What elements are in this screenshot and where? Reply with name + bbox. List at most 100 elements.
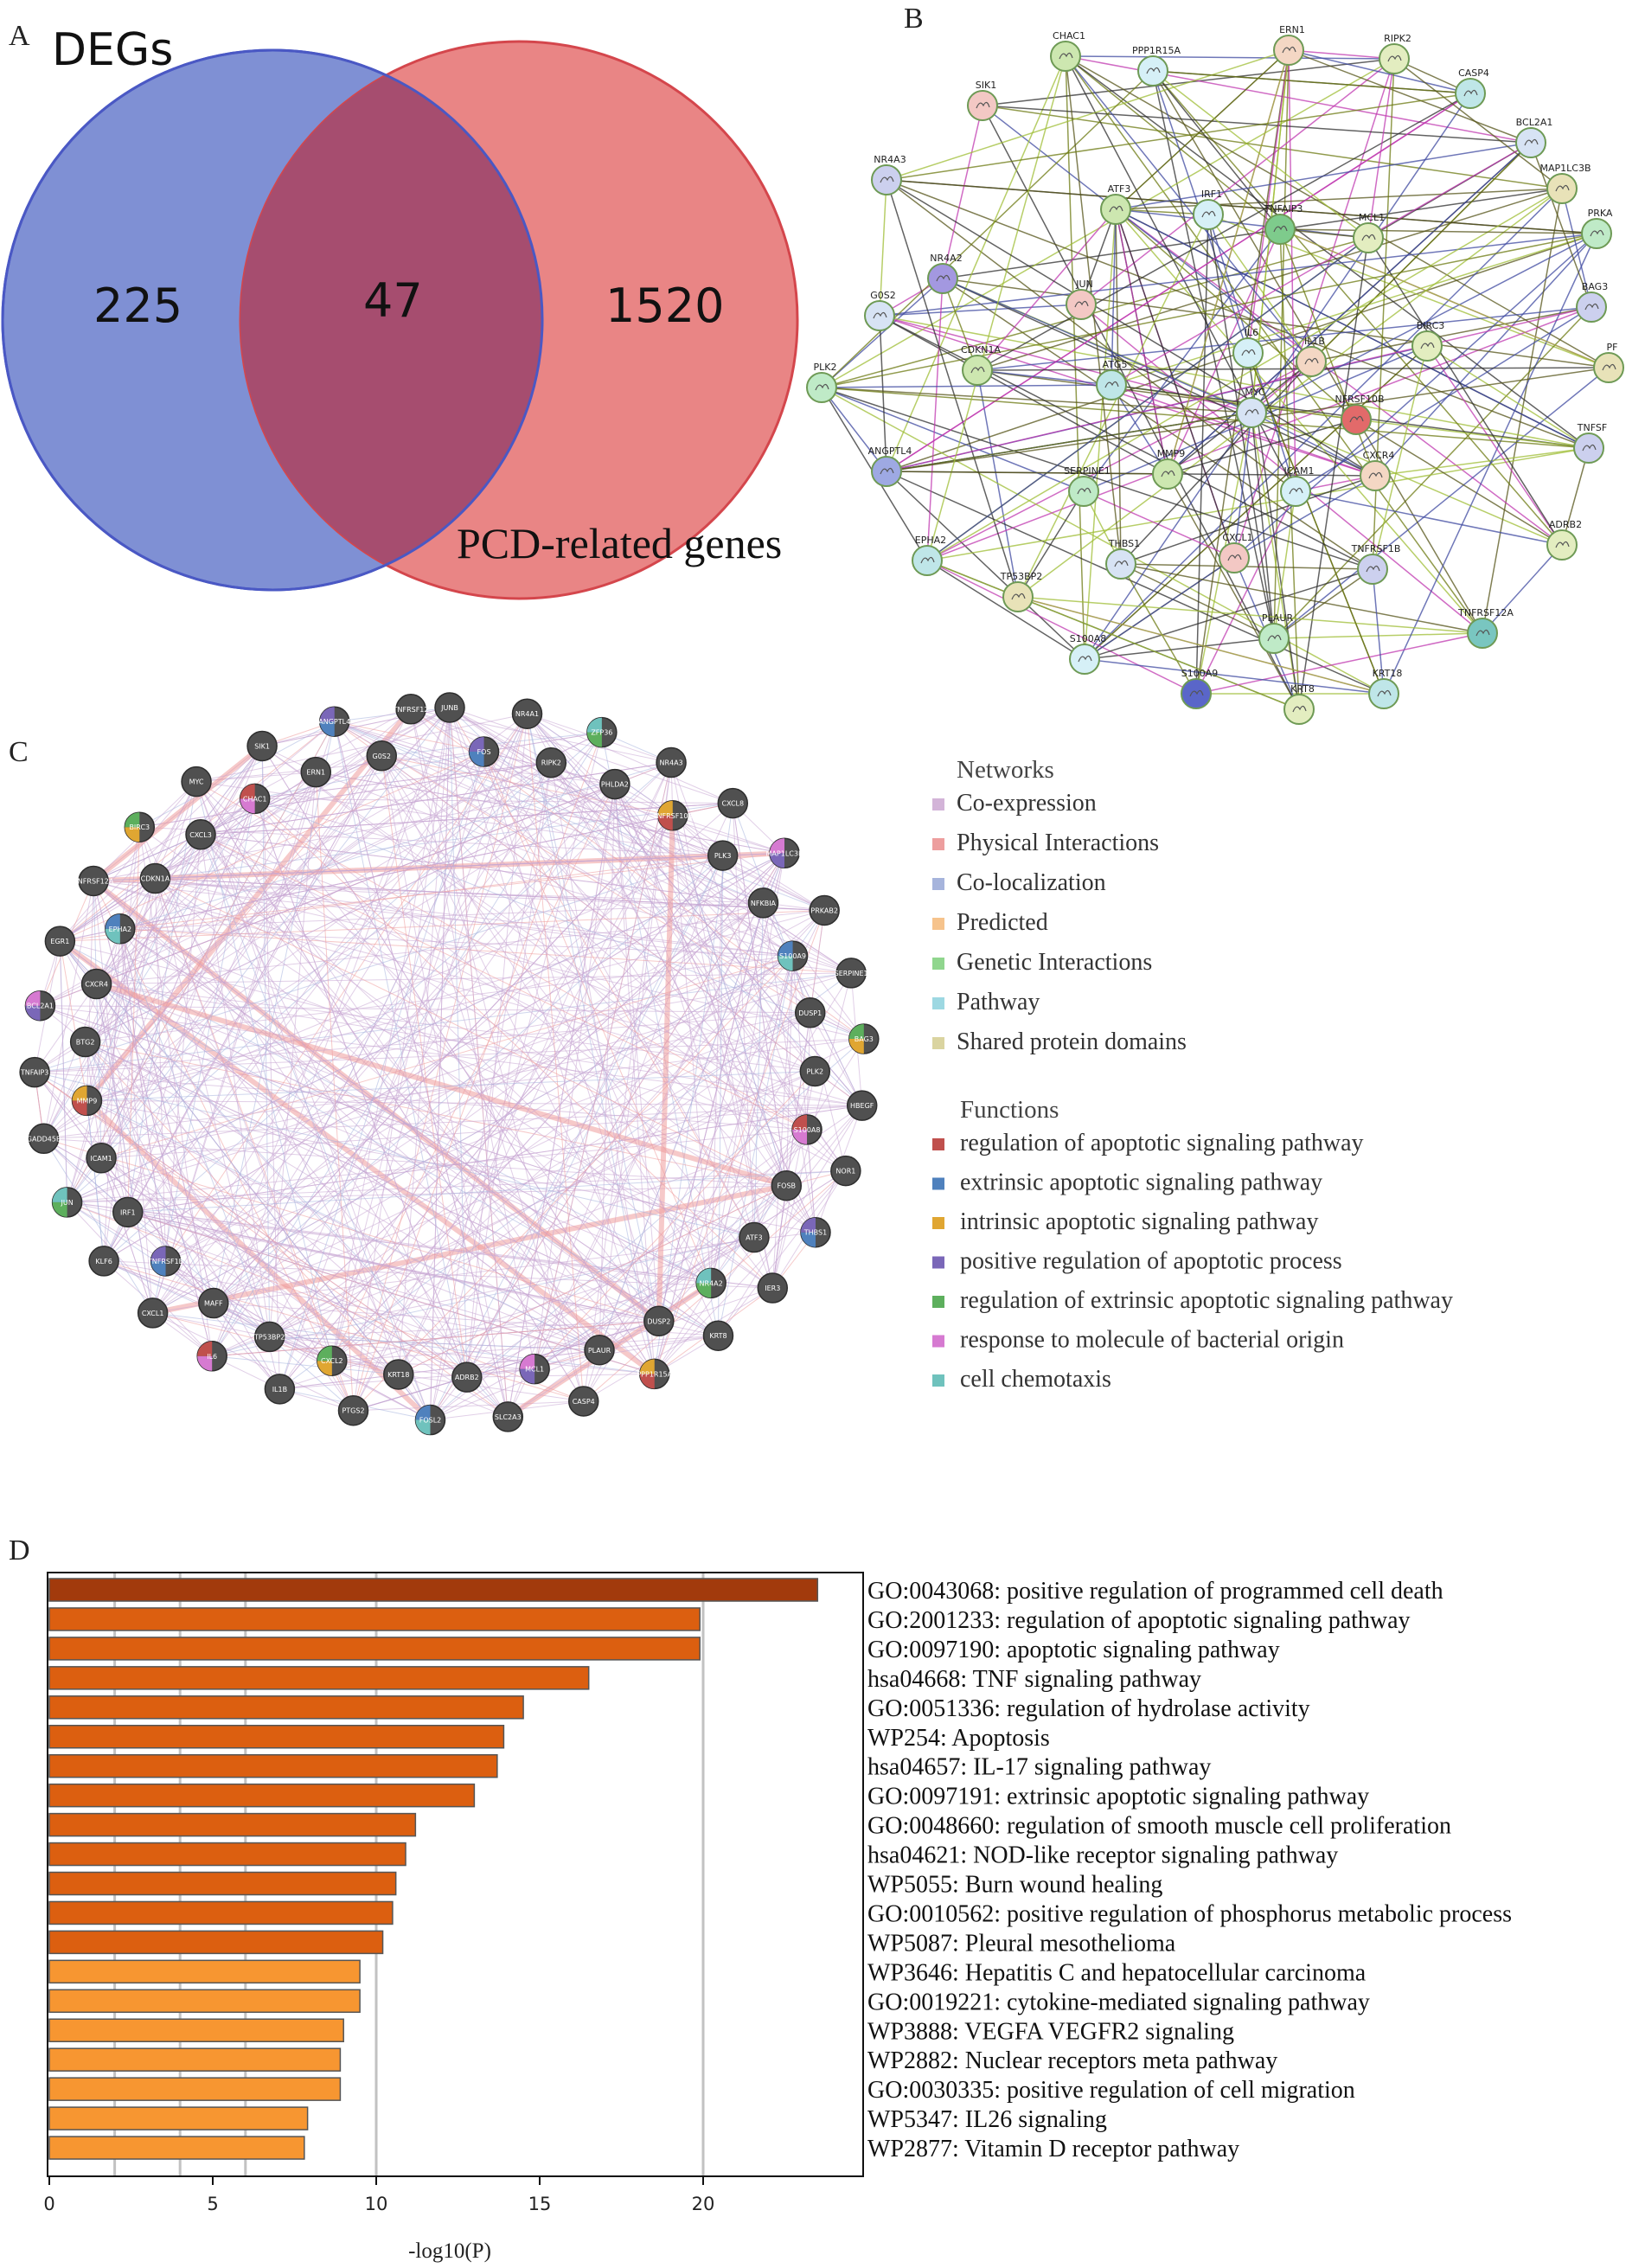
genemania-node[interactable]: TNFRSF12A [73, 865, 114, 897]
genemania-node[interactable]: BAG3 [848, 1023, 880, 1054]
string-node[interactable]: ADRB2 [1546, 519, 1582, 561]
genemania-node[interactable]: IRF1 [112, 1196, 144, 1228]
string-node[interactable]: MYC [1236, 387, 1267, 428]
string-node[interactable]: BAG3 [1576, 281, 1608, 323]
genemania-node[interactable]: MMP9 [71, 1085, 103, 1117]
string-node[interactable]: TNFRSF1B [1351, 543, 1401, 585]
string-node[interactable]: CXCR4 [1360, 450, 1394, 491]
genemania-node[interactable]: DUSP1 [794, 997, 826, 1028]
genemania-node[interactable]: IER3 [757, 1272, 789, 1304]
string-node[interactable]: BIRC3 [1411, 320, 1444, 362]
genemania-node[interactable]: NR4A2 [695, 1267, 726, 1299]
genemania-node[interactable]: JUN [51, 1187, 83, 1218]
genemania-node[interactable]: CXCL3 [185, 819, 216, 850]
string-node[interactable]: TP53BP2 [1000, 571, 1043, 612]
genemania-node[interactable]: TNFRSF1B [147, 1246, 183, 1277]
string-node[interactable]: CDKN1A [961, 344, 1002, 386]
string-node[interactable]: IL1B [1296, 336, 1327, 377]
genemania-node[interactable]: S100A9 [777, 940, 809, 971]
genemania-node[interactable]: MYC [181, 766, 212, 798]
genemania-node[interactable]: PPP1R15A [637, 1358, 673, 1390]
genemania-node[interactable]: ADRB2 [451, 1361, 483, 1393]
genemania-node[interactable]: CXCR4 [80, 968, 112, 1000]
genemania-node[interactable]: FOS [468, 736, 500, 767]
string-node[interactable]: CHAC1 [1050, 30, 1085, 72]
genemania-node[interactable]: KRT18 [383, 1359, 414, 1390]
string-node[interactable]: ICAM1 [1280, 465, 1314, 507]
genemania-node[interactable]: EGR1 [44, 926, 76, 957]
genemania-node[interactable]: IL1B [264, 1374, 296, 1405]
genemania-node[interactable]: ZFP36 [586, 716, 618, 748]
genemania-node[interactable]: G0S2 [366, 740, 397, 772]
genemania-node[interactable]: CXCL1 [137, 1297, 169, 1329]
genemania-node[interactable]: BCL2A1 [24, 990, 56, 1022]
genemania-node[interactable]: PLK2 [799, 1055, 831, 1087]
string-node[interactable]: TNFSF [1573, 422, 1607, 464]
genemania-node[interactable]: PRKAB2 [809, 894, 840, 926]
genemania-node[interactable]: RIPK2 [535, 746, 567, 778]
string-node[interactable]: JUN [1066, 279, 1097, 320]
string-node[interactable]: MCL1 [1353, 212, 1385, 253]
genemania-node[interactable]: TNFRSF12 [393, 694, 429, 725]
genemania-node[interactable]: CHAC1 [239, 783, 271, 815]
genemania-node[interactable]: SERPINE1 [835, 958, 868, 989]
string-node[interactable]: NFRSF10B [1335, 394, 1385, 435]
genemania-node[interactable]: CXCL2 [317, 1345, 348, 1376]
string-node[interactable]: ATF3 [1100, 183, 1131, 225]
string-node[interactable]: IRF1 [1193, 189, 1224, 230]
string-node[interactable]: PLK2 [806, 362, 837, 403]
string-node[interactable]: CASP4 [1455, 67, 1489, 109]
string-node[interactable]: THBS1 [1105, 538, 1140, 580]
genemania-node[interactable]: TNFRSF10B [652, 800, 693, 831]
genemania-node[interactable]: CASP4 [567, 1386, 599, 1417]
genemania-node[interactable]: IL6 [196, 1341, 227, 1372]
string-node[interactable]: CXCL1 [1219, 532, 1253, 573]
string-node[interactable]: TNFRSF12A [1457, 607, 1514, 649]
string-node[interactable]: IL6 [1232, 327, 1264, 368]
string-node[interactable]: KRT8 [1283, 683, 1315, 725]
genemania-node[interactable]: FOSB [771, 1169, 803, 1201]
genemania-node[interactable]: THBS1 [800, 1216, 831, 1248]
string-node[interactable]: ERN1 [1273, 24, 1305, 66]
genemania-node[interactable]: ERN1 [300, 756, 331, 788]
string-node[interactable]: S100A8 [1069, 633, 1107, 675]
string-node[interactable]: NR4A2 [927, 253, 963, 294]
genemania-node[interactable]: DUSP2 [643, 1305, 675, 1337]
genemania-node[interactable]: PLK3 [707, 840, 739, 871]
genemania-node[interactable]: CXCL8 [717, 787, 749, 819]
genemania-node[interactable]: CDKN1A [139, 862, 171, 894]
string-node[interactable]: EPHA2 [912, 535, 946, 576]
genemania-node[interactable]: NR4A3 [656, 746, 687, 778]
genemania-node[interactable]: SIK1 [246, 730, 278, 762]
string-node[interactable]: PRKA [1581, 208, 1613, 249]
string-node[interactable]: PLAUR [1258, 612, 1293, 654]
genemania-node[interactable]: BTG2 [69, 1026, 101, 1058]
genemania-node[interactable]: EPHA2 [105, 913, 136, 945]
string-node[interactable]: PF [1593, 342, 1624, 383]
genemania-node[interactable]: JUNB [434, 692, 465, 723]
string-node[interactable]: KRT18 [1368, 668, 1402, 709]
genemania-node[interactable]: MAFF [198, 1287, 229, 1319]
genemania-node[interactable]: ICAM1 [86, 1143, 117, 1174]
string-node[interactable]: TNFAIP3 [1264, 203, 1303, 245]
genemania-node[interactable]: FOSL2 [414, 1404, 446, 1436]
genemania-node[interactable]: TNFAIP3 [19, 1056, 50, 1088]
genemania-node[interactable]: SLC2A3 [492, 1401, 524, 1432]
genemania-node[interactable]: GADD45B [27, 1123, 61, 1155]
string-node[interactable]: MAP1LC3B [1539, 163, 1591, 204]
genemania-node[interactable]: TP53BP2 [253, 1321, 285, 1353]
string-node[interactable]: ATG5 [1096, 359, 1127, 400]
genemania-node[interactable]: NOR1 [830, 1155, 861, 1187]
genemania-node[interactable]: MCL1 [519, 1353, 550, 1385]
genemania-node[interactable]: S100A8 [791, 1114, 822, 1145]
string-node[interactable]: MMP9 [1152, 448, 1185, 490]
genemania-node[interactable]: NFKBIA [747, 887, 779, 919]
genemania-node[interactable]: NR4A1 [511, 698, 543, 729]
genemania-node[interactable]: HBEGF [846, 1090, 878, 1121]
genemania-node[interactable]: PHLDA2 [599, 768, 630, 800]
genemania-node[interactable]: ANGPTL4 [318, 706, 350, 737]
string-node[interactable]: ANGPTL4 [868, 445, 912, 487]
string-node[interactable]: RIPK2 [1379, 33, 1411, 74]
string-node[interactable]: NR4A3 [871, 154, 906, 195]
genemania-node[interactable]: PTGS2 [337, 1394, 369, 1426]
